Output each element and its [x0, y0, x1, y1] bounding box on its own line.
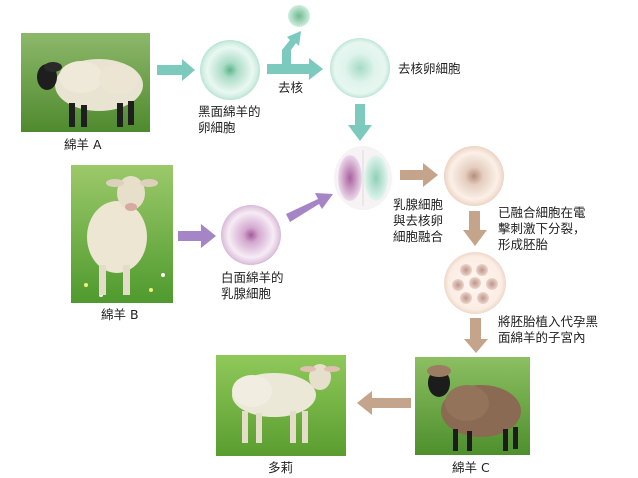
arrow-sheepB-to-mammary: [178, 224, 216, 248]
implant-label-line2: 面綿羊的子宮內: [498, 330, 586, 345]
fusion-label-line3: 細胞融合: [393, 229, 444, 244]
sheep-c-label: 綿羊 C: [452, 460, 490, 475]
removed-nucleus: [288, 5, 310, 27]
division-label-line3: 形成胚胎: [498, 237, 549, 252]
division-label-line2: 擊刺激下分裂，: [498, 221, 586, 236]
sheep-c-photo: [415, 357, 530, 455]
enucleated-egg-label: 去核卵細胞: [398, 61, 461, 76]
sheep-b-photo: [71, 165, 173, 303]
sheep-b-label: 綿羊 B: [101, 307, 139, 322]
arrow-mammary-to-fusion: [286, 193, 333, 222]
arrow-fused-to-embryo: [463, 211, 487, 246]
arrow-egg-to-enucleated: [267, 58, 323, 80]
dolly-photo: [216, 355, 346, 456]
fused-cell: [444, 146, 504, 206]
mammary-cell: [221, 205, 281, 265]
division-label-line1: 已融合細胞在電: [498, 205, 586, 220]
mammary-label-line2: 乳腺細胞: [221, 286, 272, 301]
egg-cell: [200, 40, 260, 100]
mammary-label-line1: 白面綿羊的: [221, 270, 284, 285]
implant-label-line1: 將胚胎植入代孕黑: [498, 314, 599, 329]
embryo: [444, 252, 506, 314]
fusion-cells: [334, 146, 392, 210]
arrow-enucleation: [282, 31, 301, 64]
dolly-label: 多莉: [268, 460, 294, 475]
egg-cell-label-line2: 卵細胞: [198, 120, 236, 135]
enucleated-egg-cell: [330, 38, 390, 98]
arrow-sheepA-to-egg: [157, 59, 195, 81]
sheep-a-label: 綿羊 A: [64, 137, 102, 152]
arrow-embryo-to-sheepC: [464, 318, 488, 353]
arrow-sheepC-to-dolly: [357, 391, 411, 415]
fusion-label-line2: 與去核卵: [393, 213, 444, 228]
arrow-fusion-to-fused: [400, 163, 438, 187]
sheep-a-photo: [21, 33, 150, 132]
egg-cell-label-line1: 黑面綿羊的: [198, 104, 261, 119]
fusion-label-line1: 乳腺細胞: [393, 197, 444, 212]
enucleate-label: 去核: [278, 80, 304, 95]
arrow-enucleated-to-fusion: [348, 104, 372, 141]
